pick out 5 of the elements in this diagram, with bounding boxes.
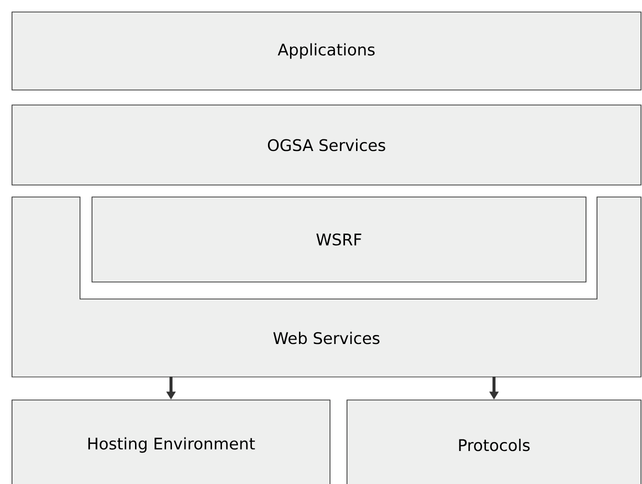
layer-box: OGSA Services <box>12 104 642 186</box>
layer-box: Protocols <box>346 400 642 484</box>
layer-box: WSRF <box>92 196 586 282</box>
layer-box: Hosting Environment <box>12 400 330 484</box>
layer-box: Applications <box>12 12 642 90</box>
